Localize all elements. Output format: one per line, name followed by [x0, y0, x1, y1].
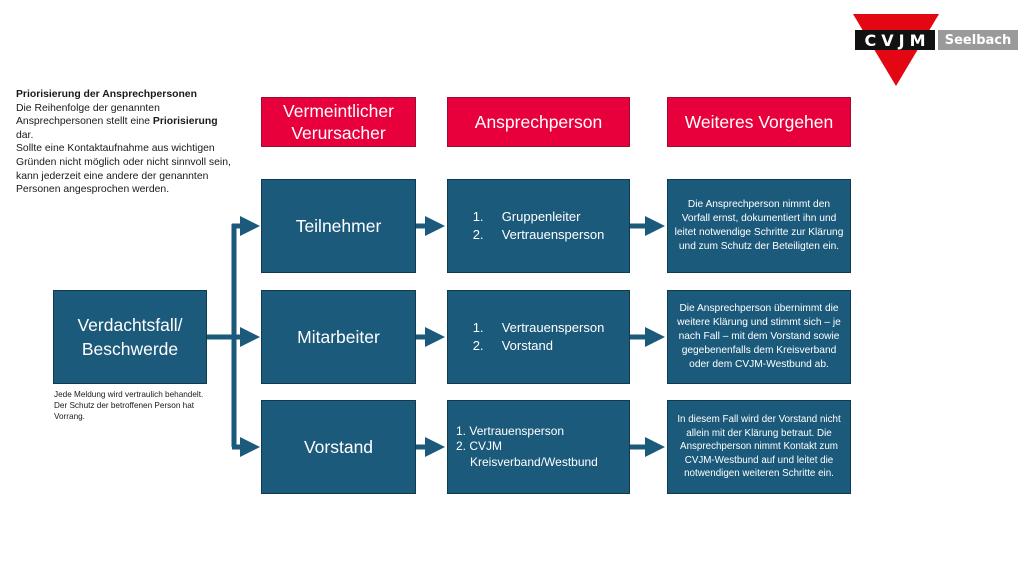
list-item: 1.Gruppenleiter [472, 209, 581, 224]
logo-letters: CVJM [855, 30, 935, 50]
logo-place-name: Seelbach [938, 30, 1018, 50]
cause-box-teilnehmer: Teilnehmer [261, 179, 416, 273]
logo-triangle-icon [853, 14, 939, 86]
cause-box-mitarbeiter: Mitarbeiter [261, 290, 416, 384]
header-next-steps: Weiteres Vorgehen [667, 97, 851, 147]
confidentiality-note: Jede Meldung wird vertraulich behandelt.… [54, 389, 214, 422]
priority-text-bold: Priorisierung [152, 116, 218, 128]
list-item: 1. Vertrauensperson [456, 423, 565, 438]
procedure-box-vorstand: In diesem Fall wird der Vorstand nicht a… [667, 400, 851, 494]
header-contact: Ansprechperson [447, 97, 630, 147]
priority-text-exception: Sollte eine Kontaktaufnahme aus wichtige… [16, 143, 231, 196]
contact-list: 1.Vertrauensperson 2.Vorstand [473, 319, 605, 355]
priority-text-post: dar. [16, 129, 34, 141]
list-item: 1.Vertrauensperson [472, 320, 605, 335]
list-item: 2.Vertrauensperson [472, 227, 605, 242]
contact-box-vorstand: 1. Vertrauensperson 2. CVJM Kreisverband… [447, 400, 630, 494]
list-item: Kreisverband/Westbund [470, 454, 598, 469]
note-line2: Der Schutz der betroffenen Person hat Vo… [54, 401, 195, 421]
procedure-box-mitarbeiter: Die Ansprechperson übernimmt die weitere… [667, 290, 851, 384]
procedure-box-teilnehmer: Die Ansprechperson nimmt den Vorfall ern… [667, 179, 851, 273]
note-line1: Jede Meldung wird vertraulich behandelt. [54, 390, 204, 399]
start-line1: Verdachtsfall/ [77, 315, 183, 335]
list-item: 2.Vorstand [472, 338, 554, 353]
header-cause-line2: Verursacher [291, 123, 386, 143]
list-item: 2. CVJM [456, 439, 503, 454]
start-line2: Beschwerde [81, 339, 179, 359]
priority-heading: Priorisierung der Ansprechpersonen [16, 89, 197, 100]
header-cause: Vermeintlicher Verursacher [261, 97, 416, 147]
contact-box-teilnehmer: 1.Gruppenleiter 2.Vertrauensperson [447, 179, 630, 273]
start-box-complaint: Verdachtsfall/ Beschwerde [53, 290, 207, 384]
cause-box-vorstand: Vorstand [261, 400, 416, 494]
contact-list: 1.Gruppenleiter 2.Vertrauensperson [473, 208, 605, 244]
priority-text-pre: Die Reihenfolge der genannten Ansprechpe… [16, 102, 160, 128]
contact-box-mitarbeiter: 1.Vertrauensperson 2.Vorstand [447, 290, 630, 384]
header-cause-line1: Vermeintlicher [283, 101, 394, 121]
contact-list: 1. Vertrauensperson 2. CVJM Kreisverband… [456, 424, 598, 471]
priority-note: Priorisierung der Ansprechpersonen Die R… [16, 88, 231, 197]
